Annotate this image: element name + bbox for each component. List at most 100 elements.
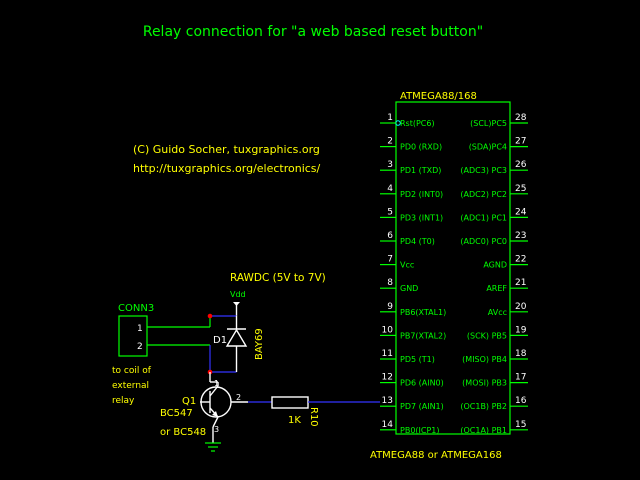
chip-pin-number: 12 [382, 373, 393, 383]
transistor-part-2: or BC548 [160, 427, 206, 438]
chip-pin-number: 10 [382, 325, 394, 335]
transistor-part-1: BC547 [160, 408, 193, 419]
chip-pin-number: 18 [515, 349, 527, 359]
transistor-pin-e: 3 [214, 425, 219, 434]
chip-pin-number: 13 [382, 396, 393, 406]
chip-pin-name: PD5 (T1) [400, 355, 435, 364]
resistor-body [271, 396, 309, 409]
chip-pin-name: (ADC2) PC2 [460, 190, 507, 199]
chip-pin-name: AVcc [488, 308, 507, 317]
connector-name: CONN3 [118, 303, 154, 314]
diode-triangle [225, 328, 248, 347]
chip-pin-number: 27 [515, 137, 526, 147]
credit-line-1: (C) Guido Socher, tuxgraphics.org [133, 143, 320, 156]
chip-pin-number: 25 [515, 184, 526, 194]
chip-pin-right: 28(SCL)PC5 [470, 113, 528, 128]
chip-pin-right: 19(SCK) PB5 [467, 325, 528, 340]
chip-pin-name: (SCL)PC5 [470, 119, 507, 128]
chip-pin-name: AREF [486, 284, 507, 293]
chip-pin-name: (ADC3) PC3 [460, 166, 507, 175]
chip-pin-number: 19 [515, 325, 527, 335]
transistor-ref: Q1 [182, 396, 196, 407]
chip-pin-name: PD2 (INT0) [400, 190, 443, 199]
chip-pin-name: (SDA)PC4 [469, 143, 507, 152]
chip-pin-number: 7 [387, 255, 393, 265]
resistor-value: 1K [288, 415, 301, 426]
chip-pin-right: 24 (ADC1) PC1 [460, 207, 528, 222]
chip-pin-name: GND [400, 284, 418, 293]
chip-pin-number: 3 [387, 160, 393, 170]
transistor-collector-line [209, 385, 219, 397]
chip-pin-right: 17 (MOSI) PB3 [462, 373, 528, 388]
chip-pin-number: 14 [382, 420, 394, 430]
chip-pin-number: 4 [387, 184, 393, 194]
emitter-lead [212, 416, 219, 428]
chip-body [395, 101, 511, 435]
chip-pin-name: (MOSI) PB3 [462, 379, 507, 388]
junction-dot-top [207, 313, 213, 319]
chip-pin-name: Vcc [400, 261, 414, 270]
connector-note-3: relay [112, 396, 135, 406]
chip-pin-name: AGND [483, 261, 507, 270]
connector-pin-2: 2 [137, 342, 143, 352]
connector-note-2: external [112, 381, 149, 391]
transistor-pin-b: 2 [236, 393, 241, 402]
chip-pin-name: PB6(XTAL1) [400, 308, 446, 317]
chip-pin-number: 16 [515, 396, 527, 406]
chip-pin-number: 21 [515, 278, 526, 288]
chip-pin-name: (ADC0) PC0 [460, 237, 507, 246]
diode-part: BAY69 [254, 328, 265, 360]
chip-pin-number: 9 [387, 302, 393, 312]
connector-body [118, 315, 148, 357]
resistor-ref: R10 [308, 407, 319, 427]
chip-pin-name: (MISO) PB4 [462, 355, 507, 364]
chip-pin-right: 27 (SDA)PC4 [469, 137, 528, 152]
chip-pin-name: PD6 (AIN0) [400, 379, 444, 388]
chip-pin-number: 26 [515, 160, 527, 170]
chip-pin-name: Rst(PC6) [400, 119, 435, 128]
chip-pin-name: (ADC1) PC1 [460, 213, 507, 222]
chip-pin-number: 24 [515, 207, 527, 217]
chip-pin-number: 1 [387, 113, 393, 123]
vdd-label: Vdd [230, 290, 246, 299]
chip-top-label: ATMEGA88/168 [400, 91, 477, 102]
supply-label: RAWDC (5V to 7V) [230, 272, 326, 284]
chip-pin-number: 20 [515, 302, 527, 312]
transistor-emitter-arrow [212, 411, 218, 417]
chip-pin-right: 23(ADC0) PC0 [460, 231, 528, 246]
credit-line-2: http://tuxgraphics.org/electronics/ [133, 162, 321, 175]
chip-pin-right: 16(OC1B) PB2 [460, 396, 528, 411]
connector-note-1: to coil of [112, 366, 152, 376]
diagram-title: Relay connection for "a web based reset … [143, 24, 483, 40]
chip-pin-name: PD3 (INT1) [400, 213, 443, 222]
chip-pin-number: 11 [382, 349, 393, 359]
chip-pin-number: 8 [387, 278, 393, 288]
transistor-pin-c: 1 [214, 379, 219, 388]
chip-pin-name: (OC1A) PB1 [460, 426, 507, 435]
chip-pin-right: 26 (ADC3) PC3 [460, 160, 528, 175]
chip-pin-number: 17 [515, 373, 526, 383]
chip-pin-name: PD4 (T0) [400, 237, 435, 246]
diode-ref: D1 [213, 335, 227, 346]
chip-pin-name: PD0 (RXD) [400, 143, 442, 152]
chip-bottom-label: ATMEGA88 or ATMEGA168 [370, 450, 502, 461]
chip-pin-name: PD7 (AIN1) [400, 402, 444, 411]
connector-pin-1: 1 [137, 324, 143, 334]
chip-pin-name: PD1 (TXD) [400, 166, 441, 175]
